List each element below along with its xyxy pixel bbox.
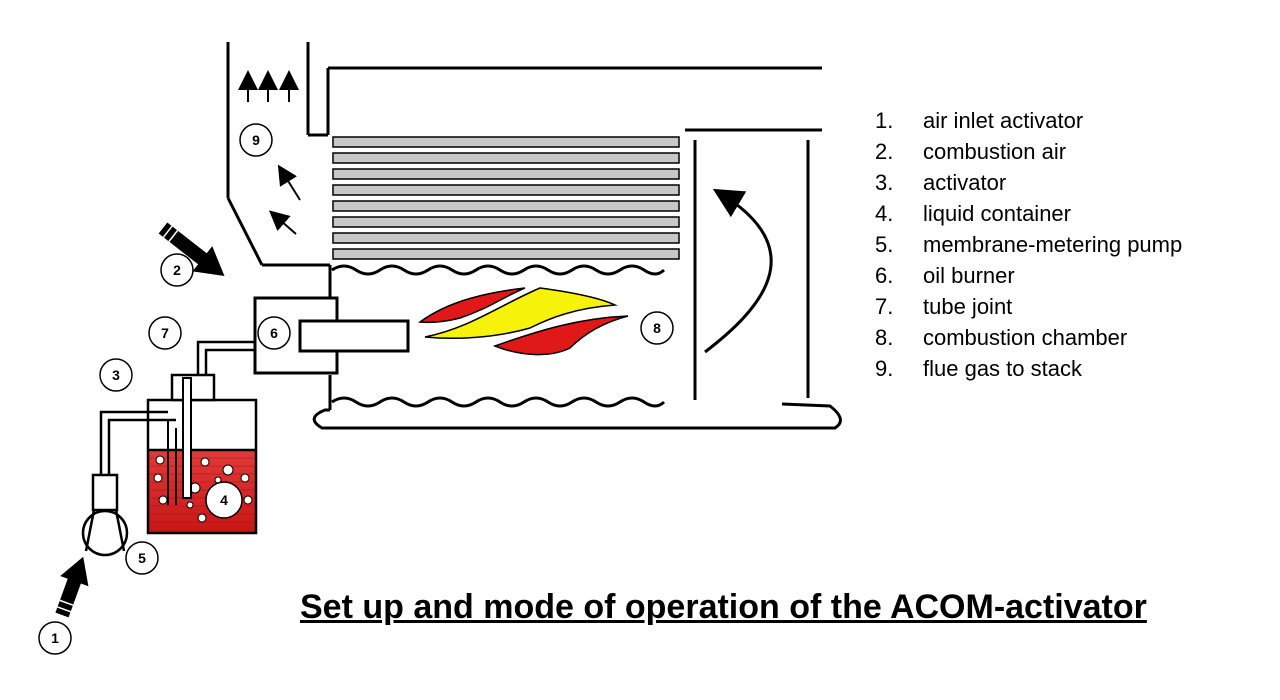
flue-stack <box>226 42 822 267</box>
legend-item: 1. air inlet activator <box>875 105 1182 136</box>
pump-connector <box>91 473 119 512</box>
marker-1: 1 <box>38 621 72 655</box>
legend-item: 2. combustion air <box>875 136 1182 167</box>
legend-item: 7. tube joint <box>875 291 1182 322</box>
diagram-title: Set up and mode of operation of the ACOM… <box>300 588 1147 626</box>
svg-text:2: 2 <box>173 262 181 278</box>
marker-9: 9 <box>239 123 273 157</box>
legend-number: 5. <box>875 232 894 257</box>
boiler-body <box>312 128 842 430</box>
legend-text: combustion chamber <box>923 325 1128 350</box>
flames <box>417 287 629 356</box>
liquid-bubbles <box>153 455 253 523</box>
marker-3: 3 <box>99 358 133 392</box>
legend-number: 9. <box>875 356 894 381</box>
return-gas-arrow <box>704 188 773 354</box>
legend-number: 8. <box>875 325 894 350</box>
svg-text:8: 8 <box>653 320 661 336</box>
marker-4: 4 <box>205 481 243 519</box>
legend-number: 7. <box>875 294 894 319</box>
svg-text:9: 9 <box>252 132 260 148</box>
legend-item: 4. liquid container <box>875 198 1182 229</box>
legend-text: tube joint <box>923 294 1013 319</box>
legend-text: combustion air <box>923 139 1067 164</box>
legend-item: 5. membrane-metering pump <box>875 229 1182 260</box>
marker-2: 2 <box>160 253 194 287</box>
marker-8: 8 <box>640 311 674 345</box>
legend-number: 1. <box>875 108 894 133</box>
flue-gas-arrows <box>238 70 301 235</box>
liquid-container <box>146 373 258 535</box>
legend-number: 6. <box>875 263 894 288</box>
svg-text:6: 6 <box>270 325 278 341</box>
svg-text:1: 1 <box>51 630 59 646</box>
legend-number: 2. <box>875 139 894 164</box>
heat-exchanger-tubes <box>332 136 680 260</box>
legend-text: liquid container <box>923 201 1071 226</box>
container-pipes <box>167 377 192 505</box>
legend-number: 3. <box>875 170 894 195</box>
legend-text: oil burner <box>923 263 1015 288</box>
legend-text: flue gas to stack <box>923 356 1082 381</box>
marker-7: 7 <box>148 316 182 350</box>
pump-tubing <box>99 410 176 475</box>
marker-6: 6 <box>257 316 291 350</box>
legend-text: membrane-metering pump <box>923 232 1183 257</box>
legend-item: 6. oil burner <box>875 260 1182 291</box>
legend-list: 1. air inlet activator 2. combustion air 3… <box>875 105 1182 384</box>
marker-5: 5 <box>125 541 159 575</box>
legend-number: 4. <box>875 201 894 226</box>
air-inlet-arrow <box>55 556 89 618</box>
legend-text: activator <box>923 170 1007 195</box>
legend-item: 8. combustion chamber <box>875 322 1182 353</box>
legend-item: 9. flue gas to stack <box>875 353 1182 384</box>
svg-text:7: 7 <box>161 325 169 341</box>
tube-joint <box>196 340 255 375</box>
membrane-metering-pump <box>81 509 129 557</box>
svg-text:3: 3 <box>112 367 120 383</box>
legend-text: air inlet activator <box>923 108 1084 133</box>
combustion-air-arrow <box>158 222 225 277</box>
legend-item: 3. activator <box>875 167 1182 198</box>
svg-text:4: 4 <box>220 492 228 508</box>
svg-text:5: 5 <box>138 550 146 566</box>
